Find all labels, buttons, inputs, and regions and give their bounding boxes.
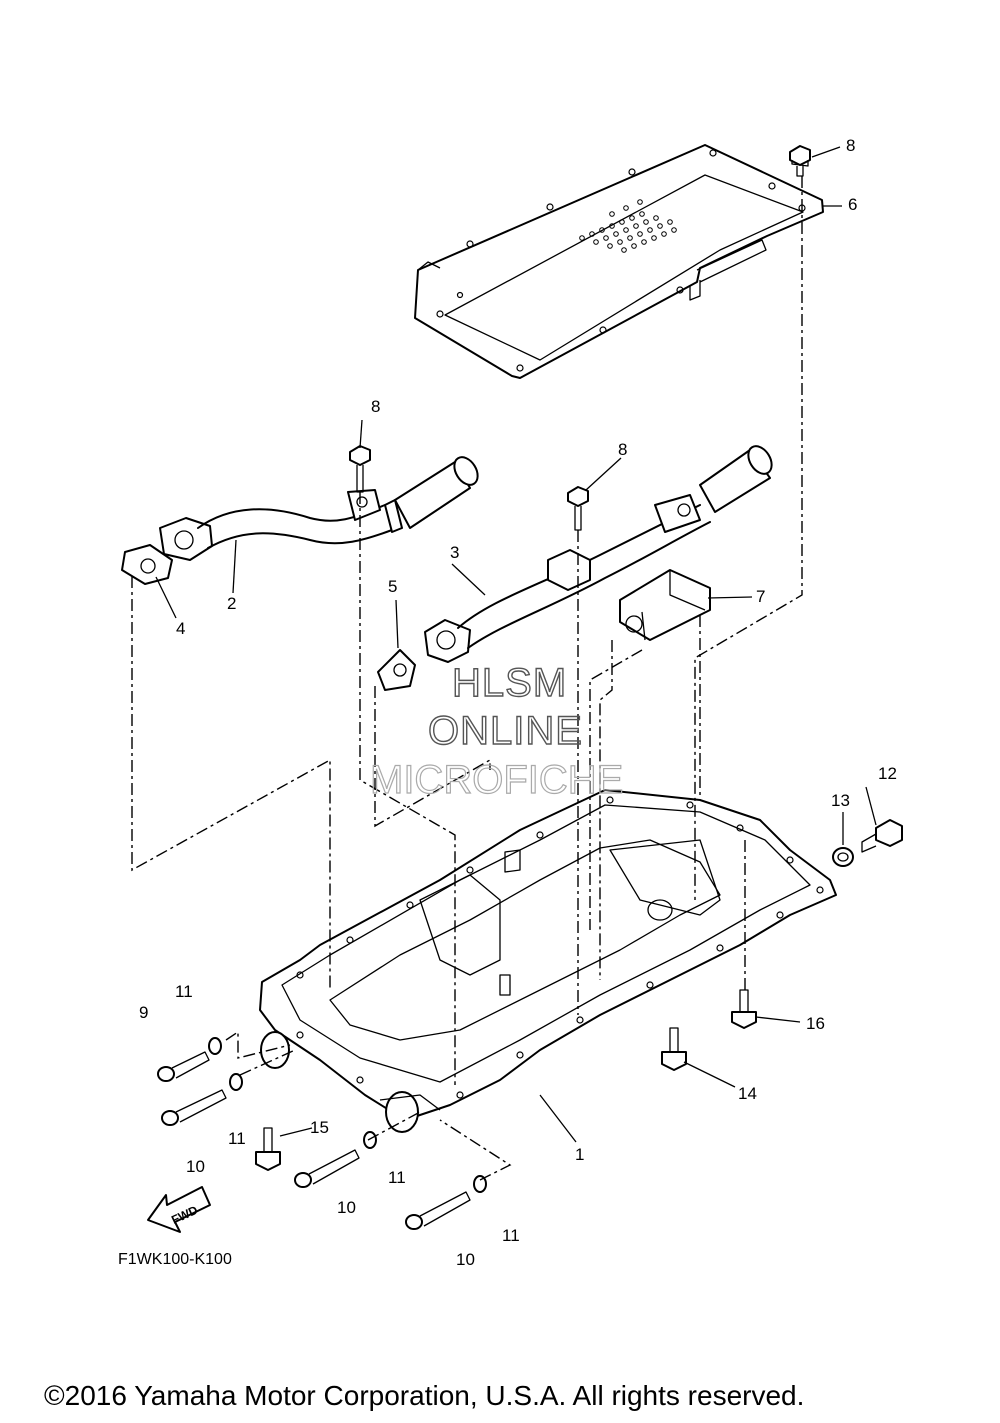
callout-2: 2 [227,594,236,613]
callout-8-top: 8 [846,136,855,155]
baffle-plate-part [414,144,824,379]
callout-11-d: 11 [502,1226,520,1245]
baffle-perforation-holes [579,199,677,253]
callout-10-c: 10 [456,1250,475,1269]
callout-9: 9 [139,1003,148,1022]
callout-3: 3 [450,543,459,562]
copyright-notice: ©2016 Yamaha Motor Corporation, U.S.A. A… [44,1380,804,1411]
callout-4: 4 [176,619,185,638]
callout-12: 12 [878,764,897,783]
callout-6: 6 [848,195,857,214]
gasket-mid-part [377,649,416,691]
callout-8-left: 8 [371,397,380,416]
gasket-left-part [121,544,173,585]
callout-13: 13 [831,791,850,810]
callout-11-c: 11 [388,1168,406,1187]
socket-bolt-9-part [157,1051,210,1082]
callout-5: 5 [388,577,397,596]
oil-pipe-left-part [159,456,479,561]
watermark-line-2: ONLINE [428,709,583,753]
watermark-line-3: MICROFICHE [370,758,623,802]
callout-1: 1 [575,1145,584,1164]
diagram-code: F1WK100-K100 [118,1251,232,1268]
callout-15: 15 [310,1118,329,1137]
flange-bolt-15-part [255,1127,281,1171]
washers-11-part [208,1037,487,1193]
socket-bolt-10a-part [161,1089,227,1126]
watermark-line-1: HLSM [452,661,567,705]
clamp-part [619,569,711,641]
drain-bolt-part [861,819,903,853]
oil-pan-part [259,789,837,1133]
callout-7: 7 [756,587,765,606]
fwd-arrow: FWD [147,1186,211,1233]
socket-bolt-10c-part [405,1191,471,1230]
hlsm-watermark: HLSM ONLINE MICROFICHE [369,660,624,802]
drain-gasket-part [832,847,854,867]
flange-bolt-16-part [731,989,757,1029]
socket-bolt-10b-part [294,1149,360,1188]
leader-lines [155,146,877,1143]
flange-bolt-14-part [661,1027,687,1071]
callout-10-a: 10 [186,1157,205,1176]
bolt-mid-left-part [349,445,371,493]
oil-pipe-right-part [424,445,773,663]
bolt-mid-right-part [567,486,589,531]
callout-11-a: 11 [175,982,193,1001]
pan-flange-bolt-holes [296,796,824,1099]
baffle-mounting-holes [436,149,806,372]
callout-10-b: 10 [337,1198,356,1217]
callout-8-right: 8 [618,440,627,459]
alignment-lines [131,176,803,1181]
callout-11-b: 11 [228,1129,246,1148]
callout-16: 16 [806,1014,825,1033]
callout-numbers: 8 6 8 8 3 2 5 4 7 12 13 11 9 16 14 11 15… [139,136,897,1269]
callout-14: 14 [738,1084,757,1103]
bolt-top-part [789,145,811,177]
